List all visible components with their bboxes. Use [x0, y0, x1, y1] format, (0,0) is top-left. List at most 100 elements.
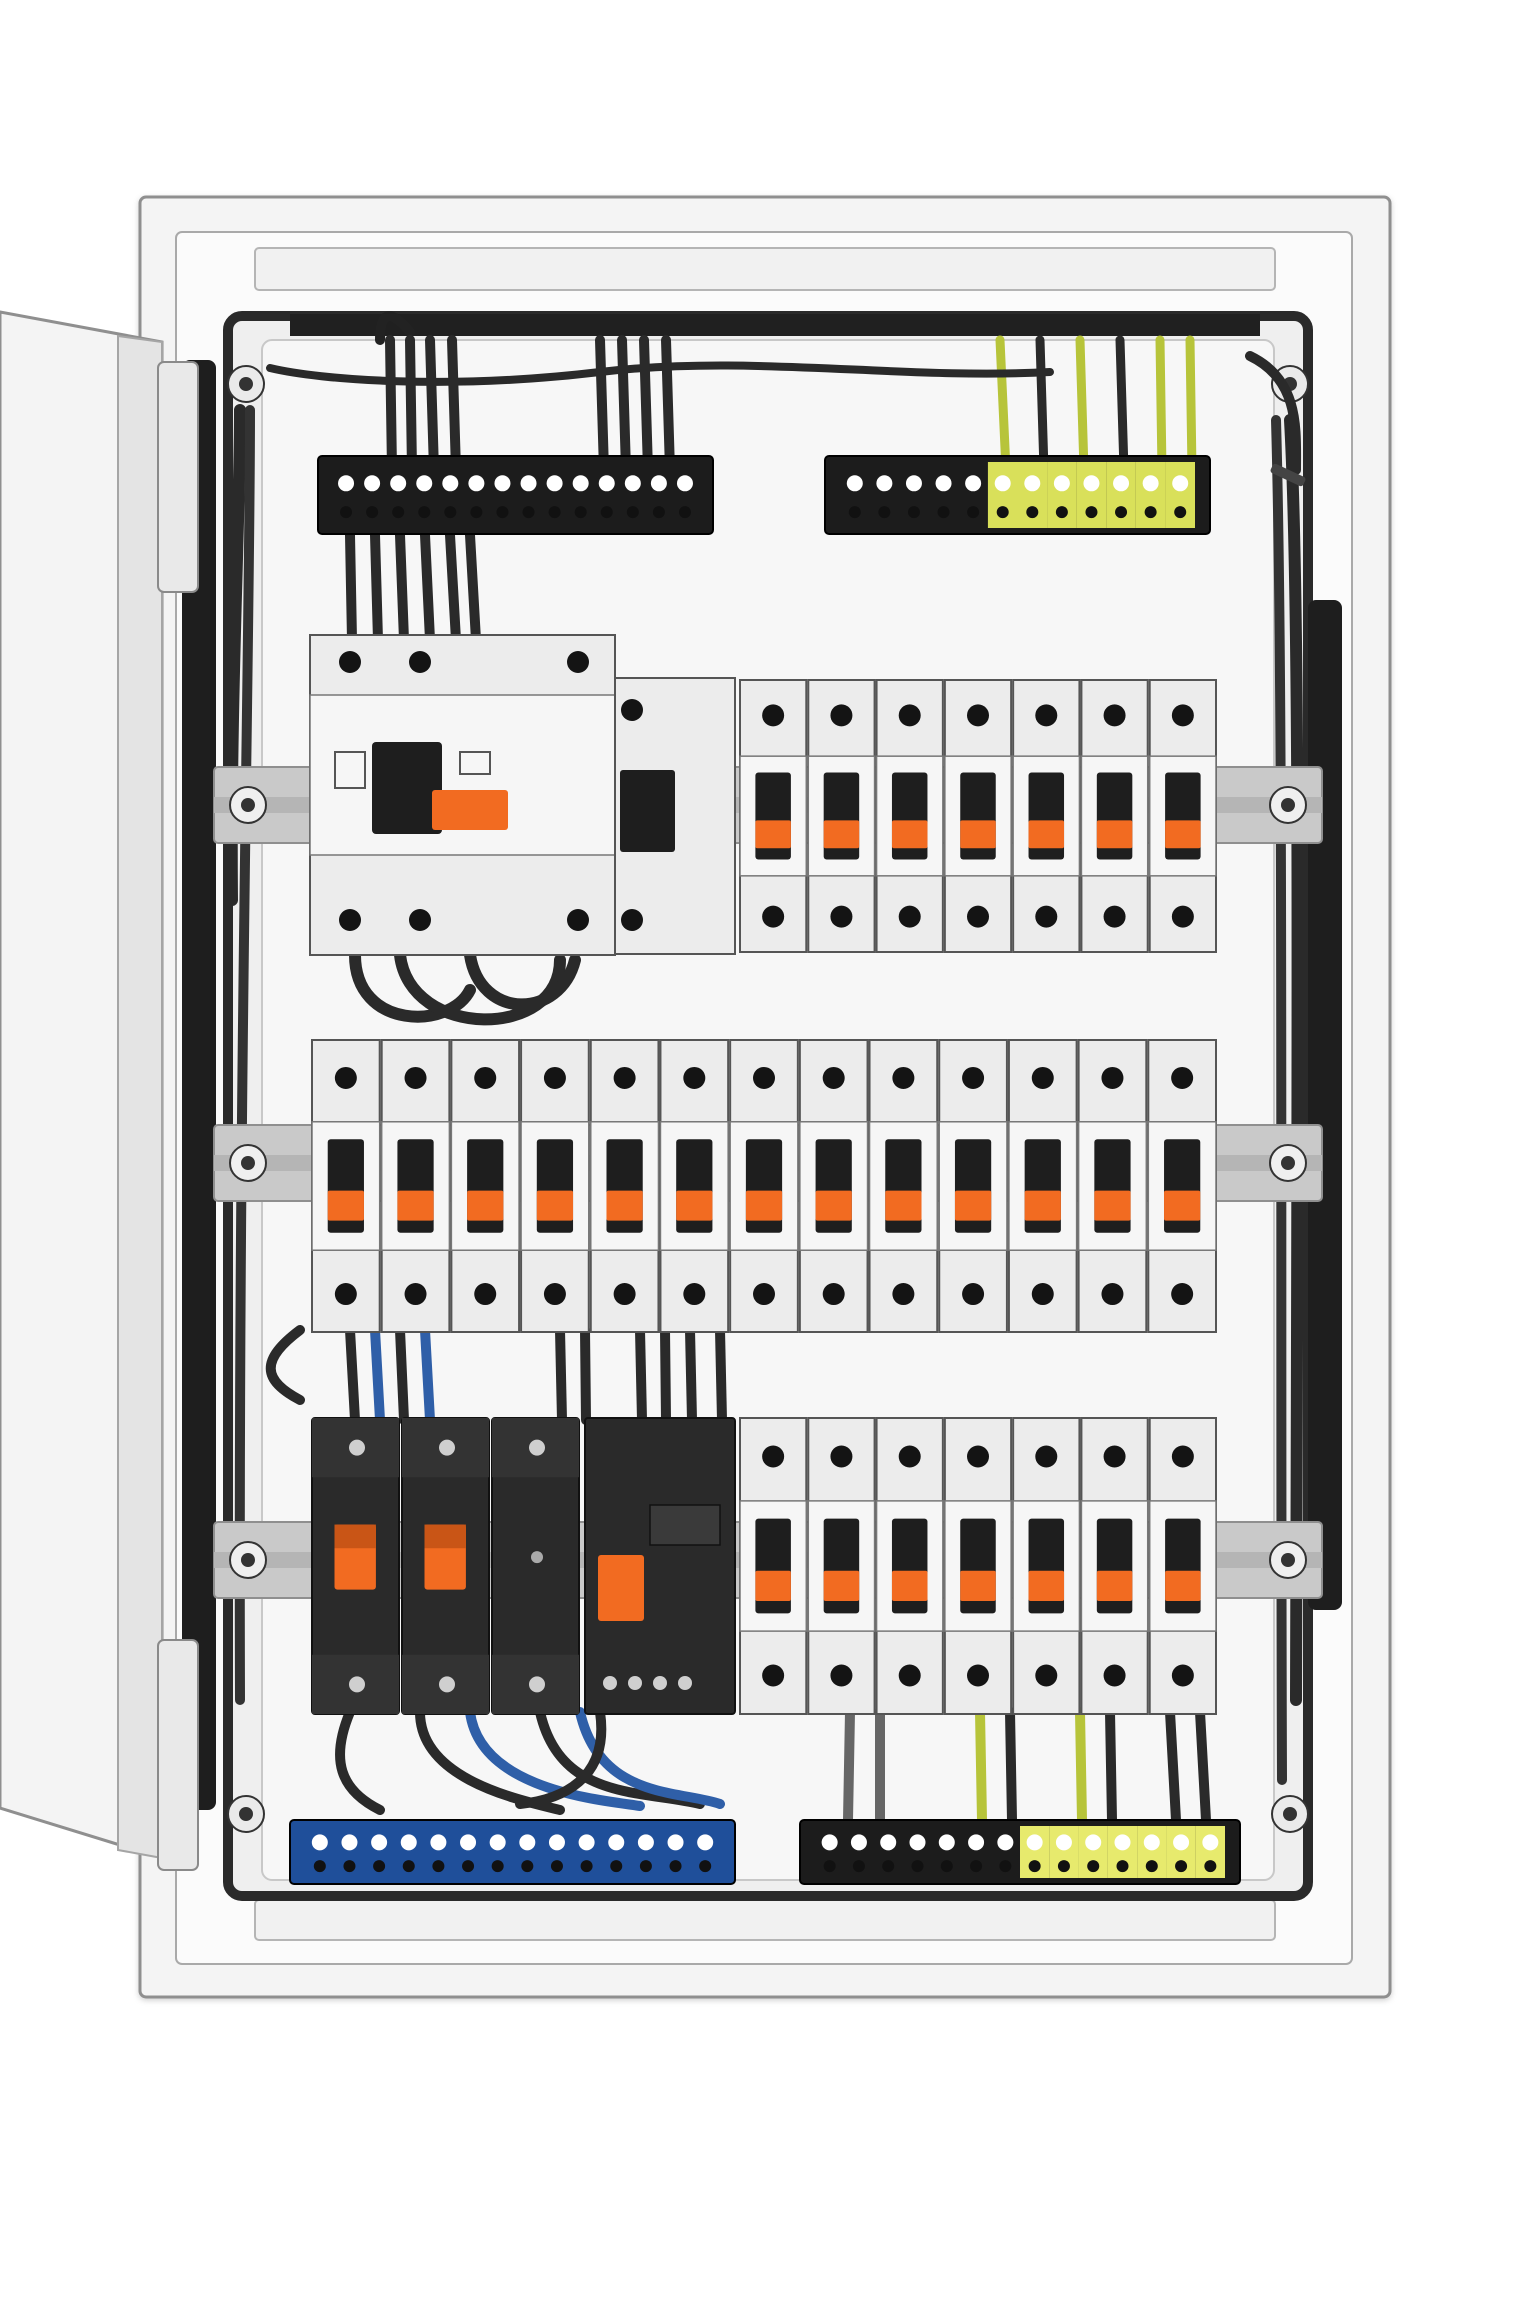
circuit-breaker[interactable]: [1012, 1417, 1081, 1715]
terminal-screw-icon: [578, 1834, 595, 1873]
terminal-screw-icon: [1031, 1283, 1054, 1306]
circuit-breaker[interactable]: [875, 679, 944, 953]
terminal-screw-icon: [338, 475, 355, 519]
terminal-screw-icon: [1173, 1834, 1190, 1873]
circuit-breaker[interactable]: [739, 1417, 808, 1715]
circuit-breaker[interactable]: [1077, 1039, 1148, 1333]
circuit-breaker[interactable]: [1007, 1039, 1078, 1333]
terminal-screw-icon: [667, 1834, 684, 1873]
mounting-screw-icon: [229, 1541, 267, 1579]
circuit-breaker[interactable]: [1012, 679, 1081, 953]
dark-breaker-module[interactable]: [311, 1417, 400, 1715]
circuit-breaker[interactable]: [798, 1039, 869, 1333]
breaker-toggle-icon[interactable]: [1094, 1139, 1131, 1233]
circuit-breaker[interactable]: [589, 1039, 660, 1333]
circuit-breaker[interactable]: [807, 679, 876, 953]
circuit-breaker[interactable]: [1148, 679, 1217, 953]
terminal-screw-icon: [442, 475, 459, 519]
mounting-screw-icon: [227, 365, 265, 403]
breaker-toggle-icon[interactable]: [1096, 772, 1133, 860]
terminal-screw-icon: [598, 475, 615, 519]
breaker-toggle-icon[interactable]: [1096, 1518, 1133, 1614]
terminal-screw-icon: [371, 1834, 388, 1873]
circuit-breaker[interactable]: [739, 679, 808, 953]
breaker-toggle-icon[interactable]: [885, 1139, 922, 1233]
terminal-screw-icon: [892, 1283, 915, 1306]
circuit-breaker[interactable]: [1147, 1039, 1218, 1333]
breaker-toggle-icon[interactable]: [891, 772, 928, 860]
breaker-toggle-icon[interactable]: [891, 1518, 928, 1614]
circuit-breaker[interactable]: [868, 1039, 939, 1333]
breaker-toggle-icon[interactable]: [397, 1139, 434, 1233]
breaker-toggle-icon[interactable]: [745, 1139, 783, 1233]
terminal-screw-icon: [364, 475, 381, 519]
circuit-breaker[interactable]: [729, 1039, 799, 1333]
breaker-toggle-icon[interactable]: [960, 1518, 996, 1614]
breaker-toggle-icon[interactable]: [1164, 1139, 1201, 1233]
breaker-toggle-icon[interactable]: [823, 772, 860, 860]
breaker-toggle-icon[interactable]: [823, 1518, 860, 1614]
circuit-breaker[interactable]: [659, 1039, 730, 1333]
breaker-toggle-icon[interactable]: [954, 1139, 992, 1233]
breaker-toggle-icon[interactable]: [1024, 1139, 1061, 1233]
terminal-screw-icon: [430, 1834, 447, 1873]
breaker-toggle-icon[interactable]: [424, 1524, 466, 1590]
circuit-breaker[interactable]: [875, 1417, 944, 1715]
circuit-breaker[interactable]: [943, 1417, 1013, 1715]
circuit-breaker[interactable]: [450, 1039, 521, 1333]
circuit-breaker[interactable]: [311, 1039, 381, 1333]
circuit-breaker[interactable]: [1080, 679, 1149, 953]
wires-row2-row3: [265, 1325, 727, 1425]
loop-wires-main: [349, 949, 581, 1026]
mounting-screw-icon: [229, 1144, 267, 1182]
earth-bar: [799, 1819, 1241, 1885]
breaker-toggle-icon[interactable]: [536, 1139, 574, 1233]
terminal-screw-icon: [962, 1283, 985, 1306]
breaker-toggle-icon[interactable]: [334, 1524, 376, 1590]
breaker-toggle-icon[interactable]: [1165, 772, 1201, 860]
circuit-breaker[interactable]: [943, 679, 1013, 953]
dark-breaker-module[interactable]: [491, 1417, 580, 1715]
terminal-screw-icon: [1171, 905, 1194, 928]
terminal-screw-icon: [494, 475, 511, 519]
breaker-toggle-icon[interactable]: [755, 772, 791, 860]
circuit-breaker[interactable]: [380, 1039, 451, 1333]
terminal-screw-icon: [968, 1834, 985, 1873]
terminal-screw-icon: [543, 1283, 566, 1306]
dark-breaker-module[interactable]: [401, 1417, 490, 1715]
door-inner-edge: [117, 334, 163, 1860]
terminal-screw-icon: [822, 1283, 845, 1306]
breaker-toggle-icon[interactable]: [606, 1139, 643, 1233]
terminal-screw-icon: [830, 1664, 853, 1687]
terminal-screw-icon: [821, 1834, 838, 1873]
cable-tie: [1270, 463, 1306, 487]
breaker-row-2: [311, 1039, 1218, 1333]
main-switch-toggle-icon[interactable]: [372, 742, 508, 834]
breaker-toggle-icon[interactable]: [755, 1518, 791, 1614]
breaker-toggle-icon[interactable]: [1165, 1518, 1201, 1614]
circuit-breaker[interactable]: [520, 1039, 590, 1333]
open-door[interactable]: [0, 310, 199, 1871]
circuit-breaker[interactable]: [807, 1417, 876, 1715]
circuit-breaker[interactable]: [1080, 1417, 1149, 1715]
breaker-toggle-icon[interactable]: [960, 772, 996, 860]
circuit-breaker[interactable]: [1148, 1417, 1217, 1715]
terminal-screw-icon: [697, 1834, 714, 1873]
breaker-toggle-icon[interactable]: [1028, 1518, 1065, 1614]
breaker-toggle-icon[interactable]: [327, 1139, 364, 1233]
mounting-screw-icon: [1269, 1144, 1307, 1182]
breaker-toggle-icon[interactable]: [676, 1139, 713, 1233]
circuit-breaker[interactable]: [938, 1039, 1008, 1333]
terminal-screw-icon: [613, 1283, 636, 1306]
breaker-toggle-icon[interactable]: [815, 1139, 852, 1233]
main-switch-unit[interactable]: [309, 634, 616, 956]
breaker-toggle-icon[interactable]: [467, 1139, 504, 1233]
neutral-bar: [289, 1819, 736, 1885]
auxiliary-module[interactable]: [614, 677, 736, 955]
dark-rcd-module[interactable]: [584, 1417, 736, 1715]
breaker-toggle-icon[interactable]: [598, 1555, 644, 1621]
terminal-screw-icon: [341, 1834, 358, 1873]
terminal-screw-icon: [339, 651, 361, 673]
breaker-toggle-icon[interactable]: [1028, 772, 1065, 860]
